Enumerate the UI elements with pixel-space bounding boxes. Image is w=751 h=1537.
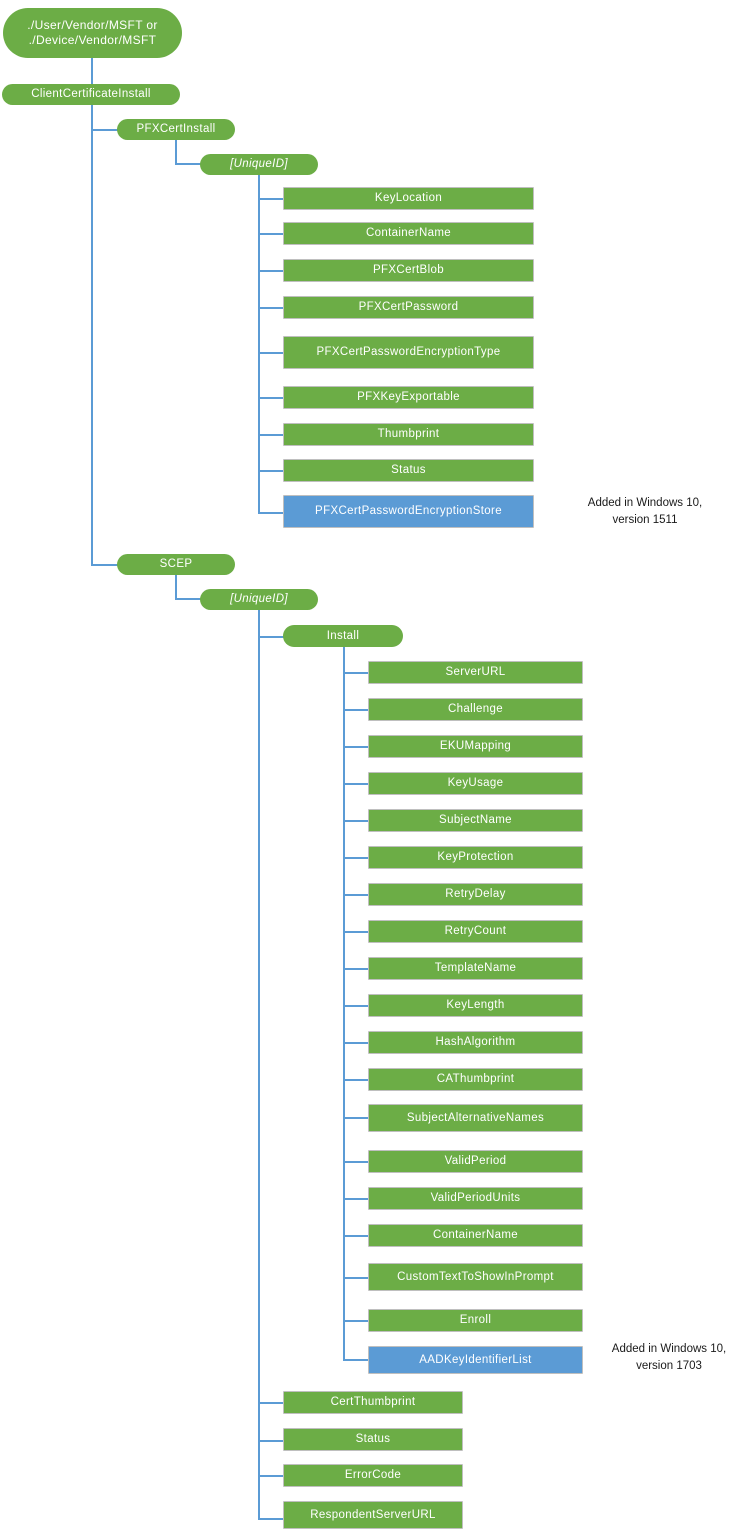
connector-install-child-15 [343, 1235, 370, 1237]
node-keylocation[interactable]: KeyLocation [283, 187, 534, 210]
node-containername-pfx[interactable]: ContainerName [283, 222, 534, 245]
node-cathumbprint[interactable]: CAThumbprint [368, 1068, 583, 1091]
node-containername-scep[interactable]: ContainerName [368, 1224, 583, 1247]
connector-pfx-child-4 [258, 352, 285, 354]
node-serverurl[interactable]: ServerURL [368, 661, 583, 684]
connector-scep-sibling-1 [258, 1440, 285, 1442]
connector-install-child-5 [343, 857, 370, 859]
node-retrycount[interactable]: RetryCount [368, 920, 583, 943]
connector-pfx-child-6 [258, 434, 285, 436]
connector-level1-to-pfxcertinstall [91, 129, 119, 131]
connector-scep-sibling-2 [258, 1475, 285, 1477]
connector-pfx-child-0 [258, 198, 285, 200]
node-pfxcertinstall[interactable]: PFXCertInstall [117, 119, 235, 140]
node-keylength[interactable]: KeyLength [368, 994, 583, 1017]
connector-level1-spine [91, 104, 93, 566]
connector-scep-to-install [258, 636, 285, 638]
node-pfxkeyexportable[interactable]: PFXKeyExportable [283, 386, 534, 409]
connector-install-child-17 [343, 1320, 370, 1322]
connector-pfx-child-3 [258, 307, 285, 309]
connector-install-child-13 [343, 1161, 370, 1163]
connector-install-child-16 [343, 1277, 370, 1279]
node-scep-uniqueid[interactable]: [UniqueID] [200, 589, 318, 610]
node-scep[interactable]: SCEP [117, 554, 235, 575]
connector-install-child-6 [343, 894, 370, 896]
node-certthumbprint[interactable]: CertThumbprint [283, 1391, 463, 1414]
connector-pfxcertinstall-to-uniqueid-h [175, 163, 203, 165]
node-validperiodunits[interactable]: ValidPeriodUnits [368, 1187, 583, 1210]
connector-install-child-11 [343, 1079, 370, 1081]
node-challenge[interactable]: Challenge [368, 698, 583, 721]
connector-pfx-child-8 [258, 512, 285, 514]
connector-install-child-7 [343, 931, 370, 933]
node-errorcode[interactable]: ErrorCode [283, 1464, 463, 1487]
node-pfxcertpasswordencryptionstore[interactable]: PFXCertPasswordEncryptionStore [283, 495, 534, 528]
node-templatename[interactable]: TemplateName [368, 957, 583, 980]
node-install[interactable]: Install [283, 625, 403, 647]
connector-install-child-9 [343, 1005, 370, 1007]
node-keyprotection[interactable]: KeyProtection [368, 846, 583, 869]
connector-install-child-1 [343, 709, 370, 711]
annotation-pfx-added-version: Added in Windows 10, version 1511 [587, 497, 703, 526]
connector-install-child-10 [343, 1042, 370, 1044]
node-ekumapping[interactable]: EKUMapping [368, 735, 583, 758]
connector-install-child-2 [343, 746, 370, 748]
connector-install-child-4 [343, 820, 370, 822]
connector-install-child-3 [343, 783, 370, 785]
connector-install-child-8 [343, 968, 370, 970]
node-pfxcertpasswordencryptiontype[interactable]: PFXCertPasswordEncryptionType [283, 336, 534, 369]
annotation-scep-added-version: Added in Windows 10, version 1703 [611, 1343, 727, 1372]
node-respondentserverurl[interactable]: RespondentServerURL [283, 1501, 463, 1529]
connector-pfx-child-2 [258, 270, 285, 272]
connector-pfx-uniqueid-spine [258, 175, 260, 513]
node-pfx-uniqueid[interactable]: [UniqueID] [200, 154, 318, 175]
connector-install-child-14 [343, 1198, 370, 1200]
node-aadkeyidentifierlist[interactable]: AADKeyIdentifierList [368, 1346, 583, 1374]
connector-pfx-child-7 [258, 470, 285, 472]
connector-install-child-12 [343, 1117, 370, 1119]
connector-scep-to-uniqueid-v [175, 575, 177, 600]
node-customtexttoshowinprompt[interactable]: CustomTextToShowInPrompt [368, 1263, 583, 1291]
connector-install-child-0 [343, 672, 370, 674]
node-keyusage[interactable]: KeyUsage [368, 772, 583, 795]
connector-install-child-18 [343, 1359, 370, 1361]
connector-scep-sibling-0 [258, 1402, 285, 1404]
connector-level1-to-scep [91, 564, 119, 566]
node-subjectname[interactable]: SubjectName [368, 809, 583, 832]
node-pfxcertblob[interactable]: PFXCertBlob [283, 259, 534, 282]
connector-pfx-child-5 [258, 397, 285, 399]
connector-scep-uniqueid-spine [258, 610, 260, 1520]
connector-scep-to-uniqueid-h [175, 598, 203, 600]
node-pfxcertpassword[interactable]: PFXCertPassword [283, 296, 534, 319]
node-status-scep[interactable]: Status [283, 1428, 463, 1451]
connector-scep-sibling-3 [258, 1518, 285, 1520]
node-enroll[interactable]: Enroll [368, 1309, 583, 1332]
node-status-pfx[interactable]: Status [283, 459, 534, 482]
connector-pfxcertinstall-to-uniqueid-v [175, 140, 177, 165]
node-root[interactable]: ./User/Vendor/MSFT or ./Device/Vendor/MS… [3, 8, 182, 58]
node-subjectalternativenames[interactable]: SubjectAlternativeNames [368, 1104, 583, 1132]
node-validperiod[interactable]: ValidPeriod [368, 1150, 583, 1173]
connector-pfx-child-1 [258, 233, 285, 235]
connector-root-to-level1 [91, 58, 93, 86]
node-retrydelay[interactable]: RetryDelay [368, 883, 583, 906]
node-thumbprint[interactable]: Thumbprint [283, 423, 534, 446]
connector-install-spine [343, 647, 345, 1361]
node-clientcertificateinstall[interactable]: ClientCertificateInstall [2, 84, 180, 105]
node-hashalgorithm[interactable]: HashAlgorithm [368, 1031, 583, 1054]
